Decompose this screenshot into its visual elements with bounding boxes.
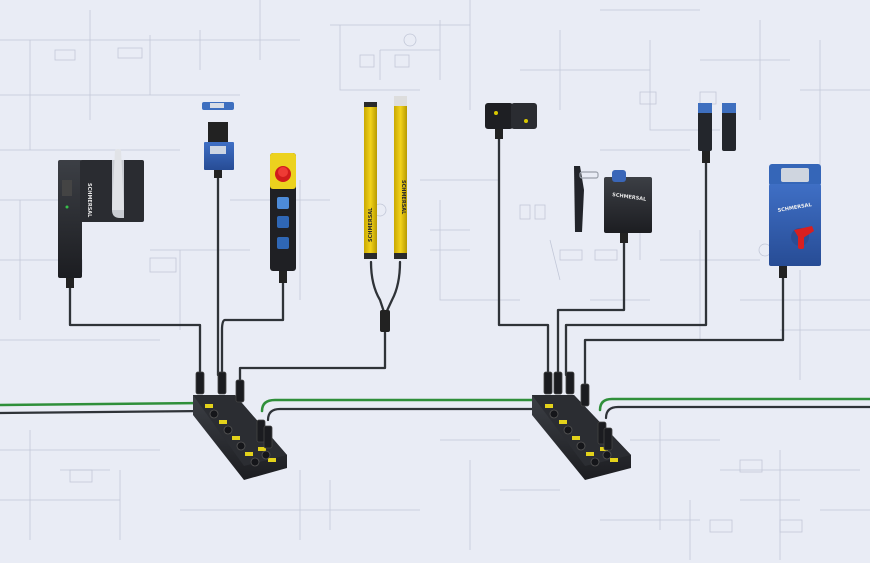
io-module-right — [532, 371, 631, 480]
door-handle-device: SCHMERSAL — [58, 149, 144, 288]
light-curtain-right-label: SCHMERSAL — [400, 180, 406, 215]
light-curtain-left-label: SCHMERSAL — [368, 207, 374, 242]
device-cables — [68, 136, 785, 387]
io-module-left — [193, 371, 287, 480]
magnetic-sensor-device — [698, 103, 736, 163]
solenoid-interlock-device: SCHMERSAL — [769, 164, 821, 278]
emergency-stop-panel — [270, 153, 296, 283]
rfid-lock-label: SCHMERSAL — [612, 192, 648, 203]
light-curtain-device: SCHMERSAL SCHMERSAL — [364, 96, 407, 332]
network-cables — [0, 397, 870, 422]
rfid-lock-device: SCHMERSAL — [574, 166, 652, 243]
safety-sensor-device — [202, 102, 234, 178]
hinge-switch-device — [485, 103, 537, 139]
door-handle-label: SCHMERSAL — [86, 183, 92, 218]
